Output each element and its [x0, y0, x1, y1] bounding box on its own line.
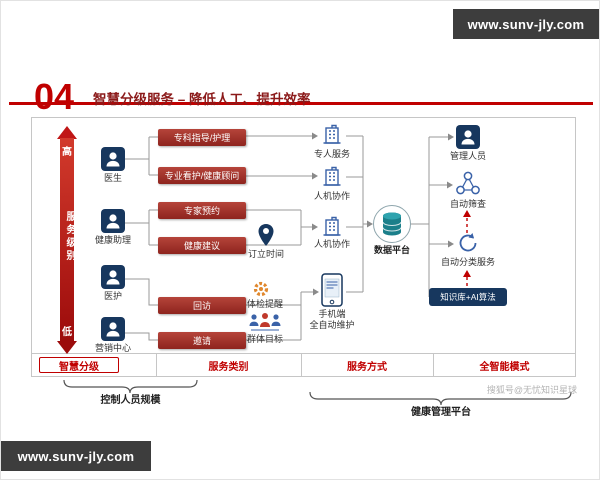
- axis-arrow-up: [57, 126, 77, 139]
- role-label: 医护: [103, 291, 122, 301]
- service-box: 专科指导/护理: [158, 129, 246, 146]
- axis-title: 服务级别: [64, 211, 75, 263]
- role-label: 健康助理: [94, 235, 131, 245]
- footer-col-smart-tiering: 智慧分级: [39, 357, 119, 373]
- building-icon: [320, 165, 344, 189]
- method-label: 人机协作: [313, 191, 350, 201]
- screening-label: 自动筛查: [449, 199, 486, 209]
- footer-separator: [433, 354, 434, 377]
- diagram-frame: [31, 117, 576, 377]
- service-box: 健康建议: [158, 237, 246, 254]
- header-divider: [9, 102, 593, 105]
- method-label: 人机协作: [313, 239, 350, 249]
- axis-low-label: 低: [62, 327, 72, 338]
- manager-label: 管理人员: [449, 151, 486, 161]
- smartphone-icon: [321, 273, 343, 307]
- footer-strip-divider: [31, 353, 576, 354]
- building-icon: [320, 123, 344, 147]
- underbrace-left: [63, 379, 198, 394]
- phone-label-line2: 全自动维护: [309, 320, 355, 330]
- section-number: 04: [34, 76, 75, 117]
- building-icon: [320, 215, 344, 239]
- user-icon: [101, 147, 125, 171]
- role-label: 医生: [103, 173, 122, 183]
- footer-separator: [301, 354, 302, 377]
- user-icon: [101, 317, 125, 341]
- middle-item-label: 体检提醒: [246, 299, 283, 309]
- middle-item-label: 群体目标: [246, 334, 283, 344]
- service-box: 专业看护/健康顾问: [158, 167, 246, 184]
- middle-item-label: 订立时间: [247, 249, 284, 259]
- watermark: 搜狐号@无忧知识星球: [486, 385, 577, 395]
- axis-arrow-down: [57, 341, 77, 354]
- phone-label-line1: 手机端: [318, 309, 346, 319]
- role-label: 营销中心: [94, 343, 131, 353]
- axis-high-label: 高: [62, 147, 72, 158]
- service-box: 回访: [158, 297, 246, 314]
- footer-separator: [156, 354, 157, 377]
- method-label: 专人服务: [313, 149, 350, 159]
- bottom-banner-url: www.sunv-jly.com: [1, 441, 151, 471]
- underbrace-right: [309, 391, 572, 406]
- page-title: 智慧分级服务 – 降低人工、提升效率: [93, 92, 311, 107]
- user-icon: [101, 209, 125, 233]
- pin-icon: [257, 223, 275, 247]
- database-icon: [380, 211, 404, 237]
- user-icon: [101, 265, 125, 289]
- footer-col-full-ai-mode: 全智能模式: [479, 362, 530, 373]
- brace-left-label: 控制人员规模: [100, 395, 161, 406]
- service-box: 专家预约: [158, 202, 246, 219]
- platform-label: 数据平台: [373, 245, 410, 255]
- footer-col-service-category: 服务类别: [208, 362, 249, 373]
- cycle-icon: [456, 231, 480, 255]
- brace-right-label: 健康管理平台: [411, 407, 471, 418]
- service-level-axis: [60, 138, 74, 342]
- top-banner-url: www.sunv-jly.com: [453, 9, 599, 39]
- user-icon: [456, 125, 480, 149]
- service-box: 邀请: [158, 332, 246, 349]
- data-platform-node: [373, 205, 411, 243]
- people-group-icon: [248, 312, 282, 332]
- knowledge-ai-box: 知识库+AI算法: [429, 288, 507, 306]
- footer-col-service-mode: 服务方式: [347, 362, 387, 373]
- classify-label: 自动分类服务: [440, 257, 495, 267]
- gear-icon: [253, 281, 269, 297]
- network-icon: [454, 169, 482, 197]
